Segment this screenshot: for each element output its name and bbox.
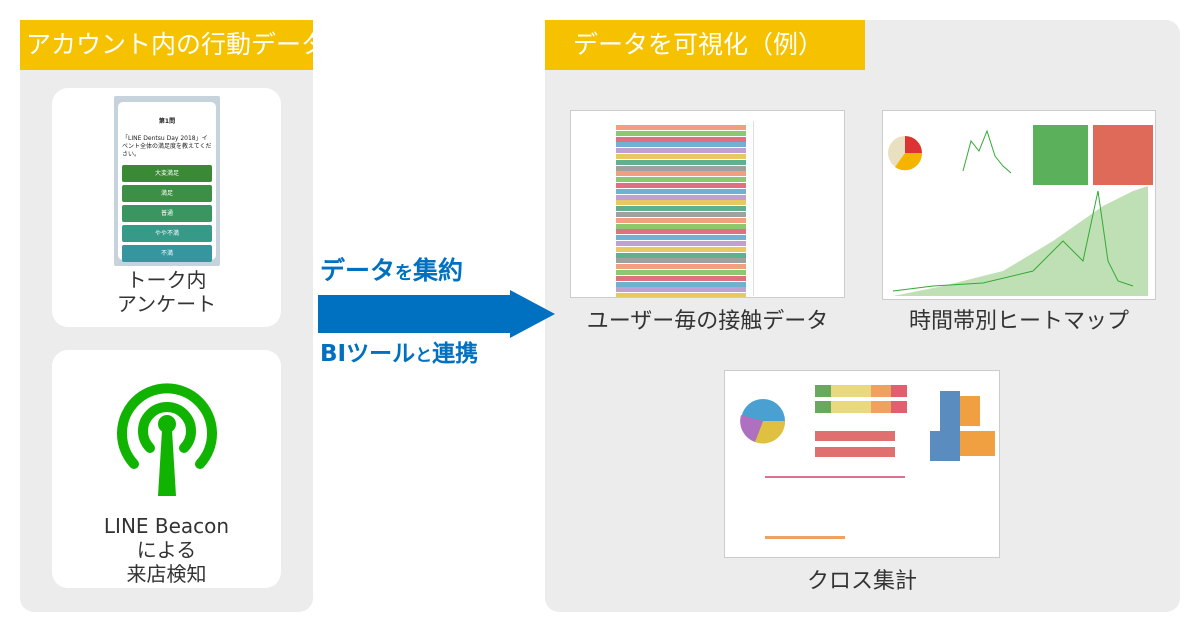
cross-tab-thumbnail xyxy=(724,370,1000,558)
contact-bar xyxy=(616,258,746,264)
contact-bar xyxy=(616,148,746,154)
contact-bar xyxy=(616,264,746,270)
contact-bar xyxy=(616,154,746,159)
contact-bar xyxy=(616,281,746,287)
contact-bar xyxy=(616,206,746,212)
survey-option[interactable]: やや不満 xyxy=(122,225,212,242)
contact-bar xyxy=(616,275,746,281)
contact-bar xyxy=(616,188,746,194)
beacon-caption: LINE Beacon による 来店検知 xyxy=(52,514,281,586)
survey-option[interactable]: 満足 xyxy=(122,185,212,202)
text: を xyxy=(395,263,414,284)
text: 連携 xyxy=(432,341,479,367)
caption-line: アンケート xyxy=(116,292,217,316)
contact-bar xyxy=(616,241,746,246)
survey-option[interactable]: 普通 xyxy=(122,205,212,222)
text: と xyxy=(415,346,433,366)
contact-bar xyxy=(616,136,746,142)
source-data-title: アカウント内の行動データ xyxy=(20,20,326,70)
survey-option[interactable]: 大変満足 xyxy=(122,165,212,182)
user-contact-caption: ユーザー毎の接触データ xyxy=(586,309,829,334)
contact-bar xyxy=(616,252,746,258)
contact-bar xyxy=(616,217,746,223)
contact-bar xyxy=(616,125,746,130)
contact-bar xyxy=(616,159,746,165)
contact-bar xyxy=(616,177,746,183)
text: BIツール xyxy=(320,341,416,367)
caption-line: による xyxy=(136,538,197,562)
contact-bar xyxy=(616,194,746,200)
arrow-top-text: データを集約 xyxy=(320,256,463,286)
contact-bar xyxy=(616,130,746,136)
flow-arrow xyxy=(318,290,555,338)
text: 集約 xyxy=(413,256,464,285)
heatmap-caption: 時間帯別ヒートマップ xyxy=(908,309,1129,334)
contact-bar xyxy=(616,246,746,252)
caption-line: トーク内 xyxy=(126,268,207,292)
text: データ xyxy=(320,256,396,285)
contact-bar xyxy=(616,212,746,217)
beacon-card: LINE Beacon による 来店検知 xyxy=(52,350,281,588)
visualization-title: データを可視化（例） xyxy=(545,20,865,70)
contact-bar xyxy=(616,171,746,177)
cross-tab-caption: クロス集計 xyxy=(806,569,917,594)
beacon-icon xyxy=(117,383,217,496)
contact-bar xyxy=(616,142,746,148)
cross-tab-chart xyxy=(740,385,995,539)
survey-card: 第1問 「LINE Dentsu Day 2018」イベント全体の満足度を教えて… xyxy=(52,88,281,327)
caption-line: 来店検知 xyxy=(126,562,207,586)
contact-bar xyxy=(616,165,746,171)
heatmap-chart xyxy=(888,125,1153,296)
phone-screenshot: 第1問 「LINE Dentsu Day 2018」イベント全体の満足度を教えて… xyxy=(114,96,220,266)
survey-question: 「LINE Dentsu Day 2018」イベント全体の満足度を教えてください… xyxy=(122,135,212,158)
survey-option[interactable]: 不満 xyxy=(122,245,212,262)
heatmap-thumbnail xyxy=(882,110,1156,300)
contact-bar xyxy=(616,183,746,188)
contact-bar xyxy=(616,229,746,235)
contact-bar xyxy=(616,223,746,229)
caption-line: LINE Beacon xyxy=(103,514,230,538)
survey-question-number: 第1問 xyxy=(158,118,176,125)
survey-caption: トーク内 アンケート xyxy=(52,268,281,316)
arrow-bottom-text: BIツールと連携 xyxy=(320,340,478,370)
user-contact-thumbnail xyxy=(570,110,845,298)
contact-bar xyxy=(616,287,746,293)
contact-bar xyxy=(616,293,746,297)
contact-bar xyxy=(616,235,746,241)
contact-bar xyxy=(616,270,746,275)
contact-bar xyxy=(616,200,746,206)
